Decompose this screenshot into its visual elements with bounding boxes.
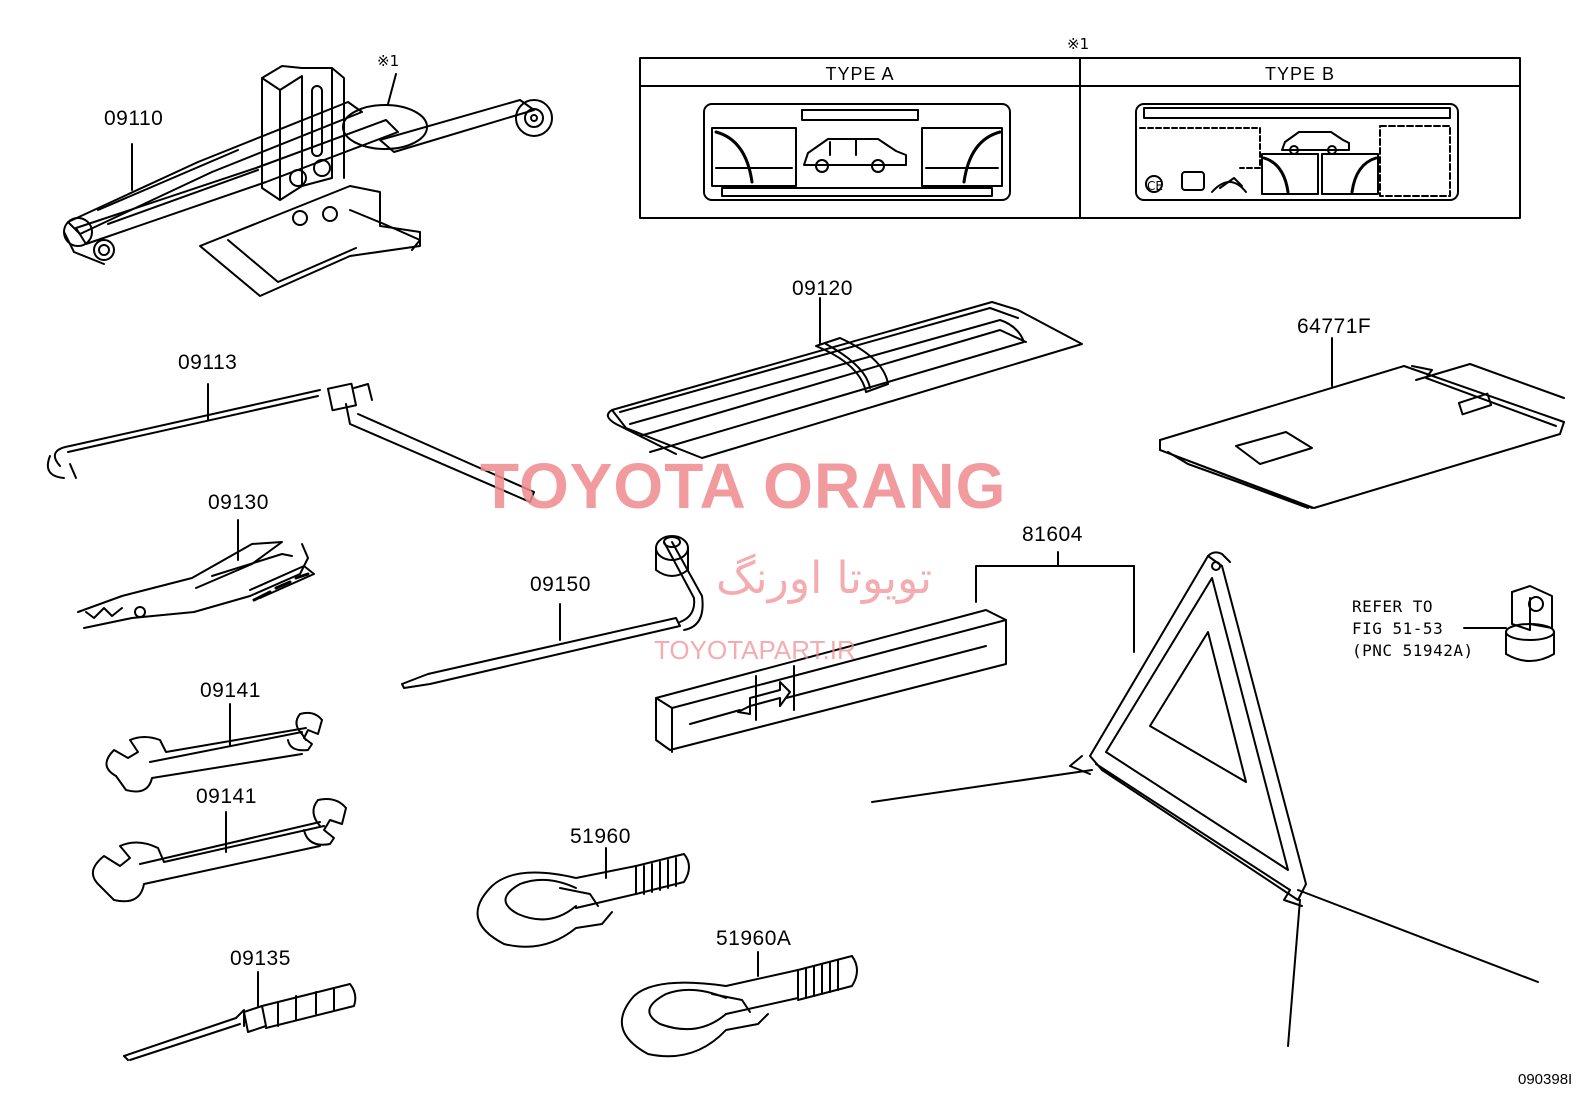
part-label-wheel-nut-wrench: 09150 <box>530 573 591 596</box>
part-label-jack-handle: 09113 <box>178 351 238 374</box>
note-mark-jack: ※1 <box>377 52 400 70</box>
warning-triangle-case-drawing <box>655 551 1135 753</box>
part-label-screwdriver: 09135 <box>230 947 291 970</box>
spanner-large-drawing <box>92 798 347 903</box>
jack-handle-drawing <box>46 382 535 503</box>
reference-line-3: (PNC 51942A) <box>1352 641 1474 660</box>
reference-part-drawing <box>1463 585 1555 662</box>
part-label-warning-triangle: 81604 <box>1022 523 1083 546</box>
pliers-drawing <box>77 519 315 629</box>
figure-id: 090398I <box>1518 1071 1573 1088</box>
part-label-spanner-small: 09141 <box>200 679 261 702</box>
note-mark-table: ※1 <box>1067 35 1090 53</box>
warning-triangle-drawing <box>871 551 1539 1047</box>
reference-line-2: FIG 51-53 <box>1352 619 1444 638</box>
part-label-towing-eye: 51960 <box>570 825 631 848</box>
type-b-sticker: CE <box>1135 103 1459 201</box>
label-table <box>639 57 1521 219</box>
tool-bag-drawing <box>606 297 1083 459</box>
screwdriver-drawing <box>123 971 357 1061</box>
wheel-nut-wrench-drawing <box>401 535 704 689</box>
watermark-persian: تویوتا اورنگ <box>716 553 932 604</box>
part-label-spanner-large: 09141 <box>196 785 257 808</box>
part-label-manual-case: 64771F <box>1297 315 1372 338</box>
type-b-title: TYPE B <box>1264 64 1336 84</box>
watermark-url: TOYOTAPART.IR <box>654 635 856 665</box>
spanner-small-drawing <box>105 703 323 793</box>
towing-eye-a-drawing <box>620 951 858 1058</box>
reference-line-1: REFER TO <box>1352 597 1434 616</box>
part-label-jack: 09110 <box>104 107 164 130</box>
type-a-sticker <box>703 103 1011 201</box>
part-label-tool-bag: 09120 <box>792 277 853 300</box>
towing-eye-drawing <box>476 847 690 948</box>
part-label-towing-eye-a: 51960A <box>716 927 792 950</box>
manual-case-drawing <box>1159 337 1565 509</box>
watermark-brand: TOYOTA ORANG <box>480 450 1007 522</box>
jack-drawing <box>63 65 553 297</box>
type-a-title: TYPE A <box>825 64 895 84</box>
svg-text:CE: CE <box>1147 179 1163 193</box>
part-label-pliers: 09130 <box>208 491 269 514</box>
